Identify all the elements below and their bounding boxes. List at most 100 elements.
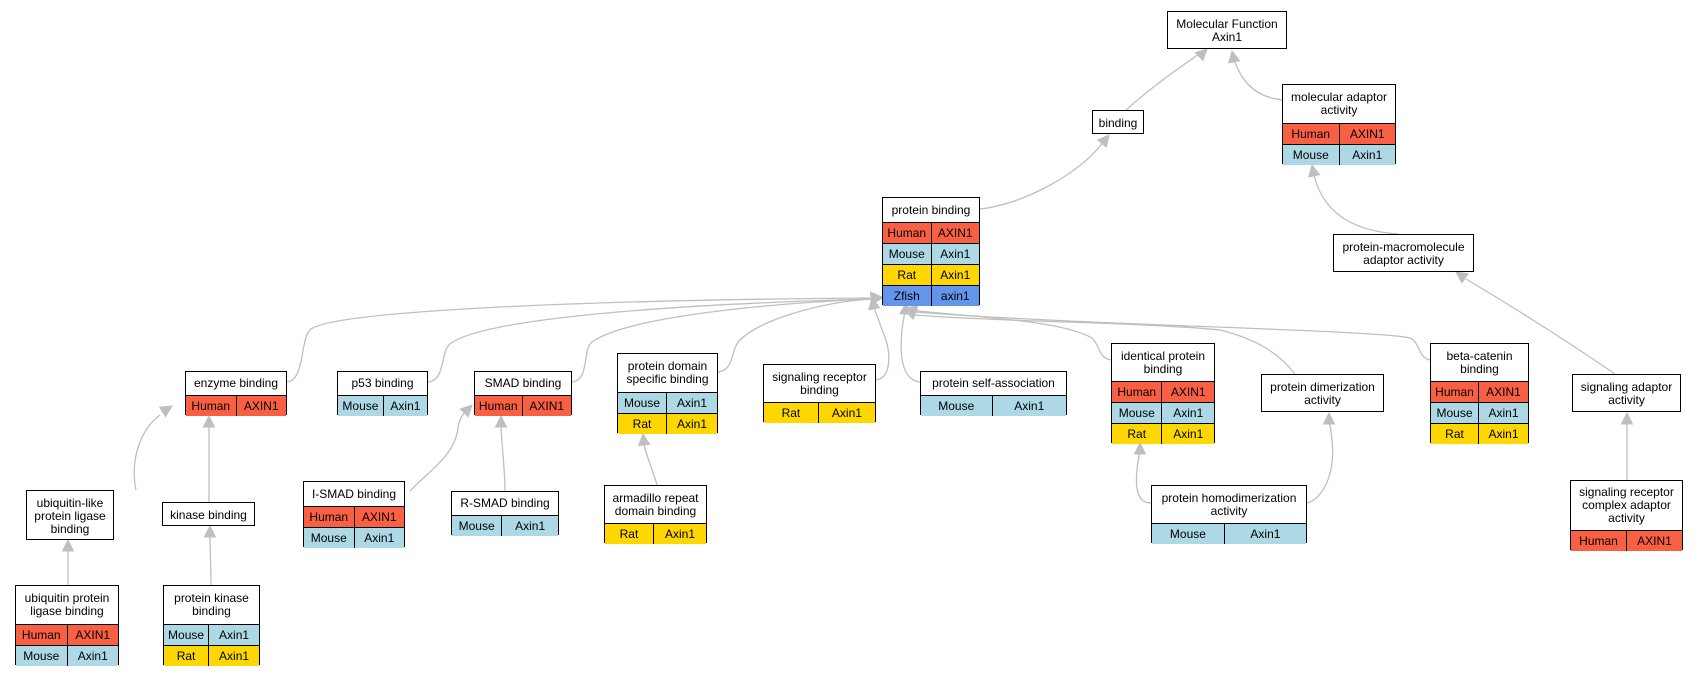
go-term-label-line: ligase binding xyxy=(30,604,104,618)
gene-symbol: Axin1 xyxy=(208,624,259,646)
go-term-label-line: binding xyxy=(1143,361,1183,376)
species-name: Rat xyxy=(764,402,819,423)
go-term-label-line: signaling receptor xyxy=(772,369,867,384)
go-term-node-binding[interactable]: binding xyxy=(1092,110,1144,134)
edge-protein_domain_specific_binding-to-protein_binding xyxy=(571,298,871,383)
arrowhead-icon xyxy=(459,404,473,418)
arrowhead-icon xyxy=(903,306,918,319)
go-term-label-line: protein self-association xyxy=(932,376,1055,390)
species-name: Zfish xyxy=(883,285,931,306)
gene-symbol: Axin1 xyxy=(1478,423,1528,444)
edge-smad_binding-to-protein_binding xyxy=(427,298,871,383)
arrowhead-icon xyxy=(203,524,217,538)
go-term-label-line: ubiquitin protein xyxy=(24,591,110,605)
go-term-label-line: beta-catenin xyxy=(1446,348,1513,363)
species-name: Mouse xyxy=(1152,523,1225,544)
gene-symbol: Axin1 xyxy=(652,523,706,544)
species-name: Mouse xyxy=(16,645,67,666)
go-term-title: protein self-association xyxy=(921,372,1066,395)
arrowhead-icon xyxy=(202,414,216,428)
species-name: Human xyxy=(304,506,354,528)
edge-binding-to-molecular_function xyxy=(1125,51,1203,111)
go-term-label-line: activity xyxy=(1304,393,1341,407)
go-term-label-line: binding xyxy=(192,604,231,618)
gene-symbol: AXIN1 xyxy=(1338,123,1395,145)
go-term-label-line: armadillo repeat xyxy=(612,490,699,505)
species-name: Human xyxy=(1283,123,1339,145)
gene-symbol: Axin1 xyxy=(66,645,118,666)
gene-symbol: Axin1 xyxy=(1161,402,1214,424)
go-term-label-line: protein dimerization xyxy=(1270,380,1375,394)
gene-symbol: AXIN1 xyxy=(930,222,979,244)
species-name: Mouse xyxy=(883,243,931,265)
go-term-label-line: binding xyxy=(1460,361,1499,376)
go-term-node-kinase-binding[interactable]: kinase binding xyxy=(162,502,255,526)
species-name: Mouse xyxy=(921,395,993,416)
species-name: Mouse xyxy=(452,515,502,536)
go-term-label-line: protein domain xyxy=(627,359,708,373)
gene-symbol: AXIN1 xyxy=(235,395,286,416)
species-name: Human xyxy=(475,395,523,416)
